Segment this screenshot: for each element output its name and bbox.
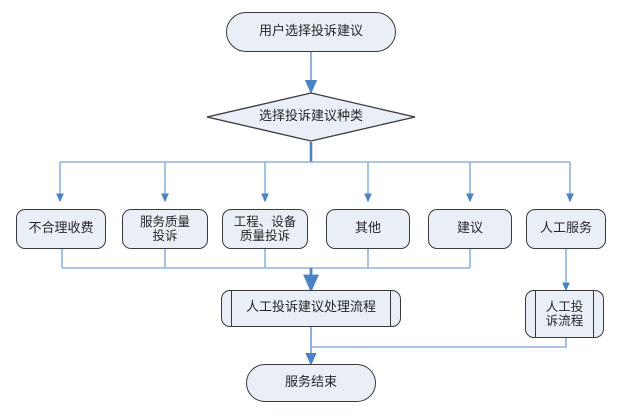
- node-manual-complaint-process[interactable]: 人工投 诉流程: [525, 290, 604, 338]
- node-option-service-quality-complaint[interactable]: 服务质量 投诉: [122, 209, 208, 249]
- node-manual-complaint-handling-process[interactable]: 人工投诉建议处理流程: [221, 290, 401, 327]
- node-option-4-label: 其他: [354, 220, 381, 236]
- node-option-manual-service[interactable]: 人工服务: [526, 209, 606, 249]
- node-option-6-label: 人工服务: [539, 220, 592, 236]
- node-decision-label: 选择投诉建议种类: [258, 108, 363, 124]
- node-option-suggestion[interactable]: 建议: [428, 209, 512, 249]
- node-option-unreasonable-charge[interactable]: 不合理收费: [16, 209, 106, 249]
- node-option-2-label: 服务质量 投诉: [139, 213, 190, 243]
- node-end[interactable]: 服务结束: [246, 364, 376, 402]
- node-option-5-label: 建议: [456, 220, 483, 236]
- predefined-bar-left: [535, 291, 536, 337]
- node-start-label: 用户选择投诉建议: [258, 23, 363, 39]
- node-end-label: 服务结束: [284, 374, 337, 390]
- edge-decision-to-options-bus: [56, 142, 574, 203]
- node-option-1-label: 不合理收费: [28, 220, 94, 236]
- node-manual-flow-side-label: 人工投 诉流程: [545, 298, 584, 328]
- decision-diamond-shape: [206, 92, 416, 142]
- edge-options-to-manual-flow-main: [61, 249, 471, 293]
- edge-manual-flow-side-to-end: [311, 338, 567, 348]
- node-option-engineering-equipment-quality-complaint[interactable]: 工程、设备 质量投诉: [222, 209, 308, 249]
- node-start[interactable]: 用户选择投诉建议: [226, 12, 396, 52]
- predefined-bar-left: [231, 291, 232, 326]
- node-decision[interactable]: 选择投诉建议种类: [206, 92, 416, 142]
- node-manual-flow-main-label: 人工投诉建议处理流程: [245, 300, 376, 316]
- node-option-other[interactable]: 其他: [326, 209, 410, 249]
- node-option-3-label: 工程、设备 质量投诉: [233, 213, 297, 243]
- predefined-bar-right: [593, 291, 594, 337]
- predefined-bar-right: [390, 291, 391, 326]
